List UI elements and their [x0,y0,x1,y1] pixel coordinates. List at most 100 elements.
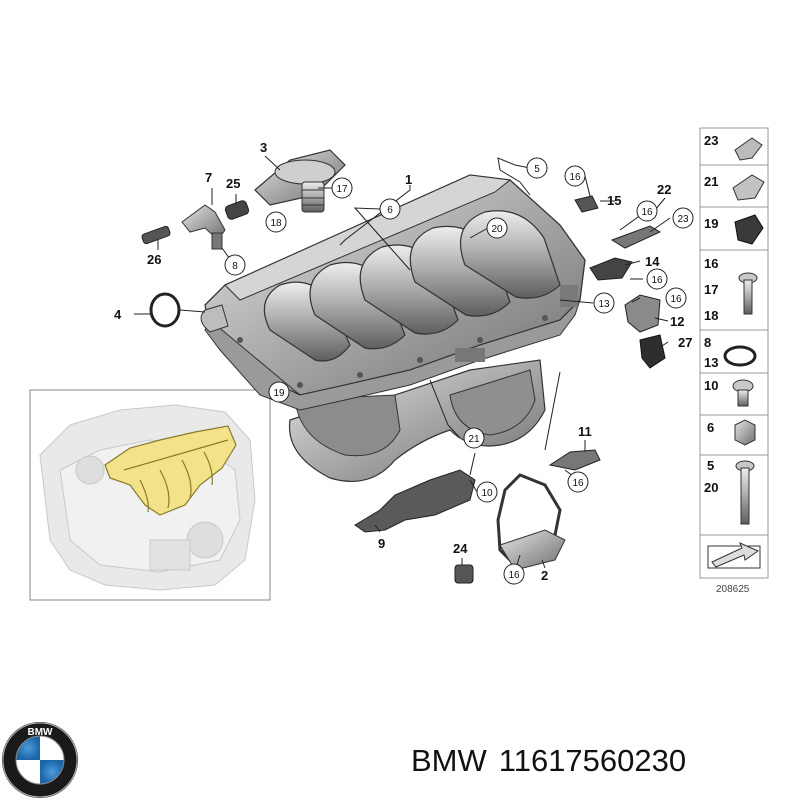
callout-circle-13 [593,292,615,314]
callout-24: 24 [453,541,468,556]
part-4-seal-ring [149,292,181,328]
callout-circle-5 [526,157,548,179]
callout-17: 17 [336,184,348,195]
manifold-flange [204,299,581,411]
clip-23-icon [734,137,763,161]
callout-circle-20 [486,217,508,239]
part-27-connector [639,334,666,369]
callout-circle-16e [567,471,589,493]
callout-15: 15 [607,193,621,208]
legend-item-19: 19 [704,216,718,231]
callout-16e: 16 [572,478,584,489]
callout-16a: 16 [569,172,581,183]
legend-item-23: 23 [704,133,718,148]
callout-27: 27 [678,335,692,350]
leader-lines [134,155,671,569]
direction-arrow-icon [707,542,761,569]
highlighted-intake-manifold [104,425,237,516]
callout-1: 1 [405,172,412,187]
callout-16f: 16 [508,570,520,581]
callout-13: 13 [598,299,610,310]
callout-circle-8 [224,254,246,276]
screw-icon [738,272,758,315]
part-2-actuator [496,473,566,571]
bmw-logo-lettering: BMW [28,727,54,738]
callout-18: 18 [270,218,282,229]
legend-item-17: 17 [704,282,718,297]
legend-item-10: 10 [704,378,718,393]
callout-26: 26 [147,252,161,267]
legend-item-5: 5 [707,458,714,473]
callout-circle-19 [268,381,290,403]
legend-item-8: 8 [704,335,711,350]
part-3-cover [254,149,346,206]
callout-6: 6 [387,205,393,216]
callout-4: 4 [114,307,122,322]
callout-10: 10 [481,488,493,499]
legend-item-18: 18 [704,308,718,323]
callout-14: 14 [645,254,660,269]
part-caption: BMW 11617560230 [411,736,698,786]
parts-legend: 23 21 19 16 17 18 8 13 10 6 5 20 [699,127,769,595]
callout-8: 8 [232,261,238,272]
brand-name: BMW [411,743,487,778]
callout-circle-23 [672,207,694,229]
reference-number: 208625 [716,584,750,595]
legend-item-20: 20 [704,480,718,495]
part-24-cap [454,564,474,584]
callout-2: 2 [541,568,548,583]
callout-22: 22 [657,182,671,197]
part-number: 11617560230 [498,743,687,778]
callout-16d: 16 [670,294,682,305]
callouts: 3 7 25 26 4 1 15 22 14 12 27 11 9 24 2 [114,140,692,583]
legend-item-16: 16 [704,256,718,271]
circled-callout-labels: 17 18 8 5 6 20 16 16 23 16 13 16 19 21 1… [232,164,689,581]
bolt-icon [732,379,754,407]
callout-circle-16f [503,563,525,585]
callout-5: 5 [534,164,540,175]
circled-callouts [224,157,694,585]
part-14-clip [589,257,633,281]
callout-circle-6 [379,198,401,220]
callout-25: 25 [226,176,240,191]
callout-7: 7 [205,170,212,185]
callout-circle-16a [564,165,586,187]
callout-16c: 16 [651,275,663,286]
manifold-top-rail [224,174,512,301]
nut-icon [734,419,756,446]
part-22-bracket [610,225,662,249]
legend-item-6: 6 [707,420,714,435]
manifold-plenum-rear [449,369,536,436]
callout-circle-17 [331,177,353,199]
callout-12: 12 [670,314,684,329]
callout-circle-16c [646,268,668,290]
part-adapter [301,181,325,213]
part-25-connector [224,200,250,220]
callout-19: 19 [273,388,285,399]
part-11-gasket [548,449,601,471]
engine-inset [29,389,271,601]
legend-item-21: 21 [704,174,718,189]
callout-circle-21 [463,427,485,449]
callout-circle-10 [476,481,498,503]
callout-3: 3 [260,140,267,155]
bmw-logo: BMW [2,722,78,798]
callout-23: 23 [677,214,689,225]
part-15-clip [574,195,599,213]
clip-21-icon [732,174,765,201]
o-ring-icon [723,345,757,367]
callout-16b: 16 [641,207,653,218]
callout-circle-16b [636,200,658,222]
callout-circle-18 [265,211,287,233]
manifold-left-port [200,304,229,333]
part-12-sensor [624,294,661,333]
part-9-bracket [354,469,476,533]
clip-19-icon [734,214,764,245]
callout-21: 21 [468,434,480,445]
manifold-plenum-front [294,394,401,457]
callout-9: 9 [378,536,385,551]
manifold-runners [263,210,561,362]
legend-item-13: 13 [704,355,718,370]
part-7-valve [181,204,226,250]
